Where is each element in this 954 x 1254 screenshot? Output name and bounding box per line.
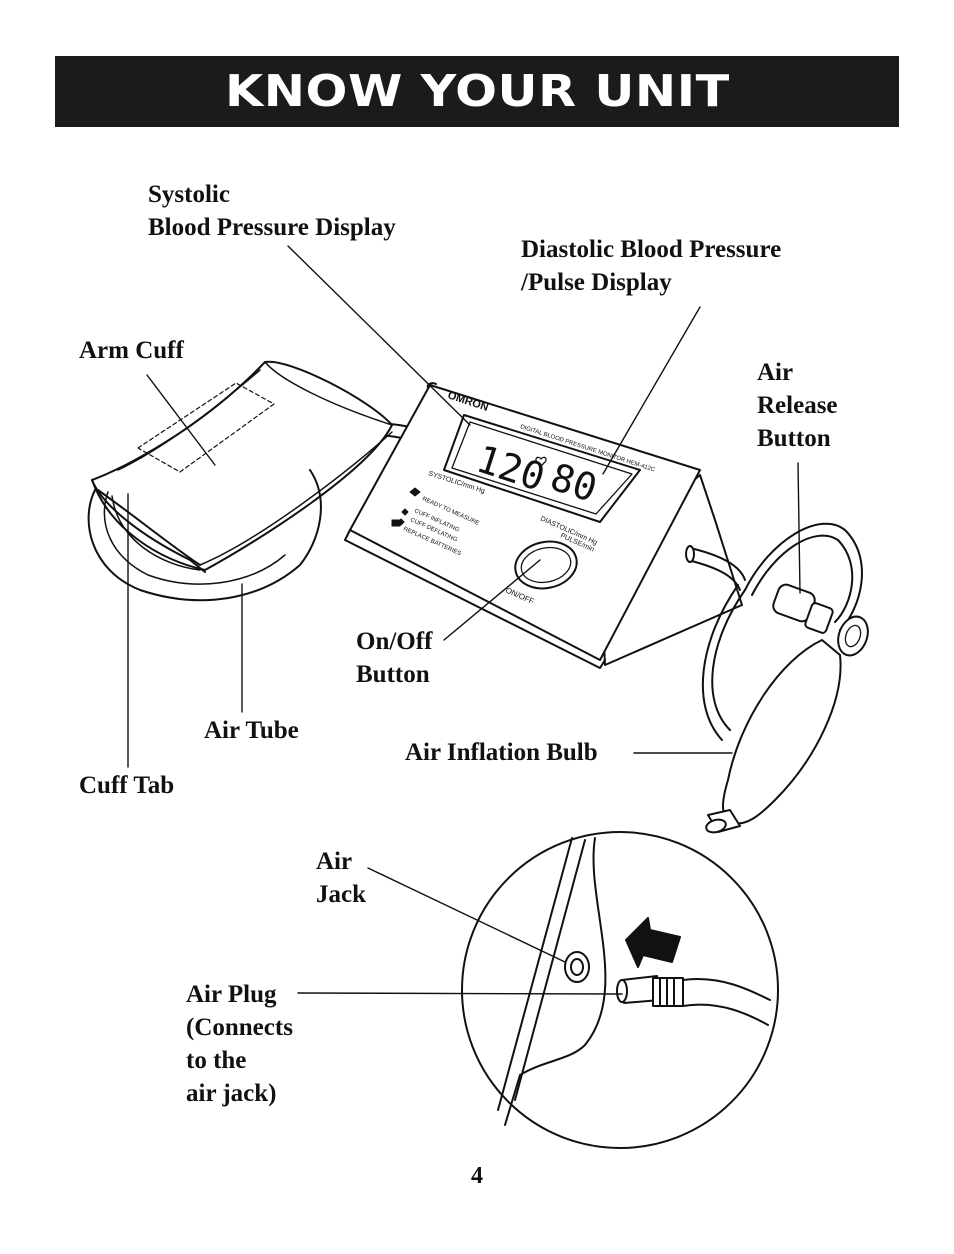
label-air-release-button: Air Release Button [757,359,838,452]
label-diastolic-display: Diastolic Blood Pressure /Pulse Display [521,236,782,296]
air-release-valve [772,583,869,657]
inflation-bulb [705,639,842,834]
label-cuff-tab: Cuff Tab [79,772,175,799]
label-air-inflation-bulb: Air Inflation Bulb [405,739,598,766]
arm-cuff [87,360,393,602]
page-number: 4 [471,1163,483,1189]
connector-detail [461,831,779,1149]
label-on-off-button: On/Off Button [356,628,433,688]
monitor-body [344,382,743,669]
label-air-jack: Air Jack [316,848,366,908]
label-air-plug: Air Plug (Connects to the air jack) [186,981,293,1107]
page-title: KNOW YOUR UNIT [224,66,730,117]
leader-lines [127,245,801,995]
label-arm-cuff: Arm Cuff [79,337,184,364]
label-air-tube: Air Tube [204,717,299,744]
title-banner: KNOW YOUR UNIT [55,56,899,127]
label-systolic-display: Systolic Blood Pressure Display [148,181,396,241]
